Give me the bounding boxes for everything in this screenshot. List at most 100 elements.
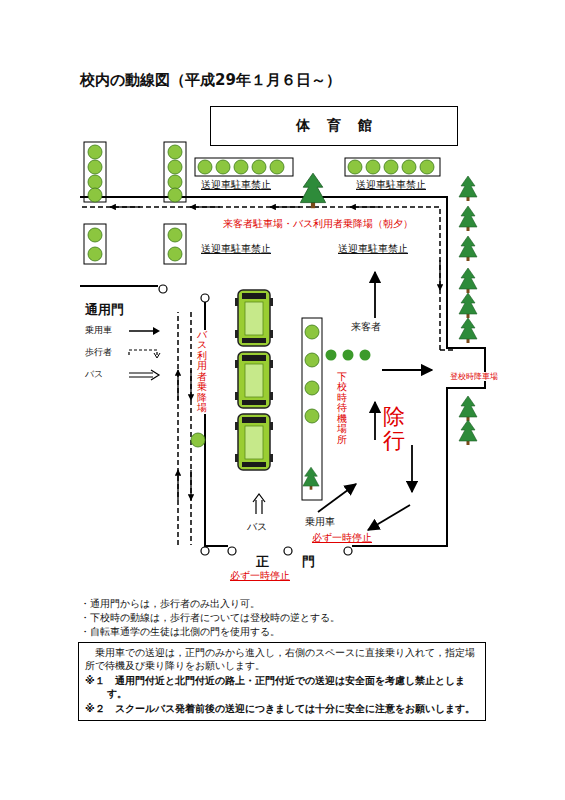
- visitor-label: 来客者: [350, 322, 382, 333]
- tree-crown: [459, 176, 477, 197]
- swatch-line: [129, 330, 155, 332]
- walk-arrow: [270, 206, 300, 207]
- swatch-head: [153, 327, 160, 335]
- walk-line: [440, 349, 455, 351]
- tree-crown: [459, 318, 477, 339]
- bus-body: [238, 414, 270, 470]
- walk-line: [190, 312, 192, 545]
- note-line: ・下校時の動線は，歩行者については登校時の逆とする。: [80, 612, 340, 624]
- tree-crown: [459, 236, 477, 257]
- gate-post: [344, 547, 352, 555]
- planter: [345, 158, 440, 176]
- drop-off-label: 登校時降車場: [449, 372, 499, 381]
- planter: [164, 224, 186, 264]
- walk-arrow: [190, 470, 191, 500]
- bus-window: [242, 417, 266, 423]
- car-arrow: [382, 369, 432, 371]
- legend-item: 歩行者: [85, 346, 163, 359]
- tree-crown: [300, 173, 325, 202]
- round-tree: [305, 353, 319, 367]
- swatch-line: [129, 350, 157, 355]
- legend-item: 乗用車: [85, 324, 163, 337]
- planter: [164, 142, 186, 202]
- walk-arrows: [110, 207, 440, 500]
- bus: [235, 414, 273, 470]
- round-tree: [88, 247, 102, 261]
- tree-crown: [459, 293, 477, 314]
- round-tree: [88, 160, 102, 174]
- round-tree: [168, 160, 182, 174]
- no-parking-note: 送迎車駐車禁止: [200, 244, 272, 255]
- car-arrows: [318, 272, 432, 530]
- bus-body: [238, 290, 270, 346]
- visitor-dot: [326, 350, 337, 361]
- planter: [195, 158, 293, 176]
- walk-line: [177, 312, 179, 545]
- round-tree: [198, 160, 212, 174]
- round-tree: [384, 160, 398, 174]
- conifer-tree: [459, 268, 477, 293]
- note-line: ・通用門からは，歩行者のみ出入り可。: [80, 598, 260, 610]
- gate-label: 正: [256, 555, 269, 570]
- visitor-marks: [326, 350, 371, 361]
- swatch-head: [151, 370, 159, 380]
- planter: [84, 142, 106, 202]
- walk-arrow: [190, 206, 220, 207]
- median-strip: [302, 318, 322, 500]
- legend-swatch: [127, 369, 163, 381]
- conifer-tree: [459, 396, 477, 421]
- pedestrian-route: [82, 207, 455, 545]
- gate-label: 門: [302, 555, 315, 570]
- area-label: 来客者駐車場・バス利用者乗降場（朝夕）: [222, 219, 414, 230]
- conifer-tree: [459, 420, 477, 445]
- round-tree: [234, 160, 248, 174]
- swatch-line: [129, 373, 153, 377]
- bus-arrow-head: [253, 494, 265, 502]
- car-arrow: [368, 505, 410, 530]
- round-tree: [168, 247, 182, 261]
- tree-crown: [303, 467, 319, 486]
- tree-crown: [459, 268, 477, 289]
- gate-post: [228, 547, 236, 555]
- stop-sign-note: 必ず一時停止: [229, 571, 291, 582]
- gate-posts: [159, 285, 352, 555]
- bus-arrow-shaft: [256, 500, 262, 514]
- notice-text: ※１ 通用門付近と北門付近の路上・正門付近での送迎は安全面を考慮し禁止とします。: [85, 674, 479, 700]
- no-parking-note: 送迎車駐車禁止: [337, 244, 409, 255]
- walk-arrow: [177, 470, 178, 500]
- legend-text: 乗用車: [85, 324, 119, 337]
- round-tree: [168, 188, 182, 202]
- round-tree: [88, 175, 102, 189]
- gate-post: [201, 547, 209, 555]
- swatch-head: [154, 353, 160, 358]
- bus-window: [242, 355, 266, 361]
- round-tree: [168, 228, 182, 242]
- round-tree: [420, 160, 434, 174]
- bus: [235, 352, 273, 408]
- bus-window: [242, 293, 266, 299]
- slow-down-sign: 除行: [383, 405, 405, 453]
- round-tree: [305, 409, 319, 423]
- round-tree: [252, 160, 266, 174]
- conifer-tree: [459, 293, 477, 318]
- legend-text: 歩行者: [85, 346, 119, 359]
- map-title: 校内の動線図（平成29年１月６日～）: [80, 72, 341, 89]
- conifer-tree: [303, 467, 319, 490]
- bus-body: [238, 352, 270, 408]
- gate-post: [159, 285, 167, 293]
- conifer-tree: [459, 206, 477, 231]
- round-tree: [88, 145, 102, 159]
- boundary-line: [205, 302, 228, 546]
- visitor-dot: [360, 350, 371, 361]
- walk-arrow: [190, 370, 191, 400]
- round-tree: [216, 160, 230, 174]
- round-tree: [88, 188, 102, 202]
- bus: [235, 290, 273, 346]
- boundary-line: [80, 285, 158, 287]
- round-tree: [88, 228, 102, 242]
- walk-arrow: [177, 370, 178, 400]
- walk-arrow: [350, 206, 380, 207]
- round-tree: [270, 160, 284, 174]
- round-tree: [348, 160, 362, 174]
- bus-window: [242, 462, 266, 467]
